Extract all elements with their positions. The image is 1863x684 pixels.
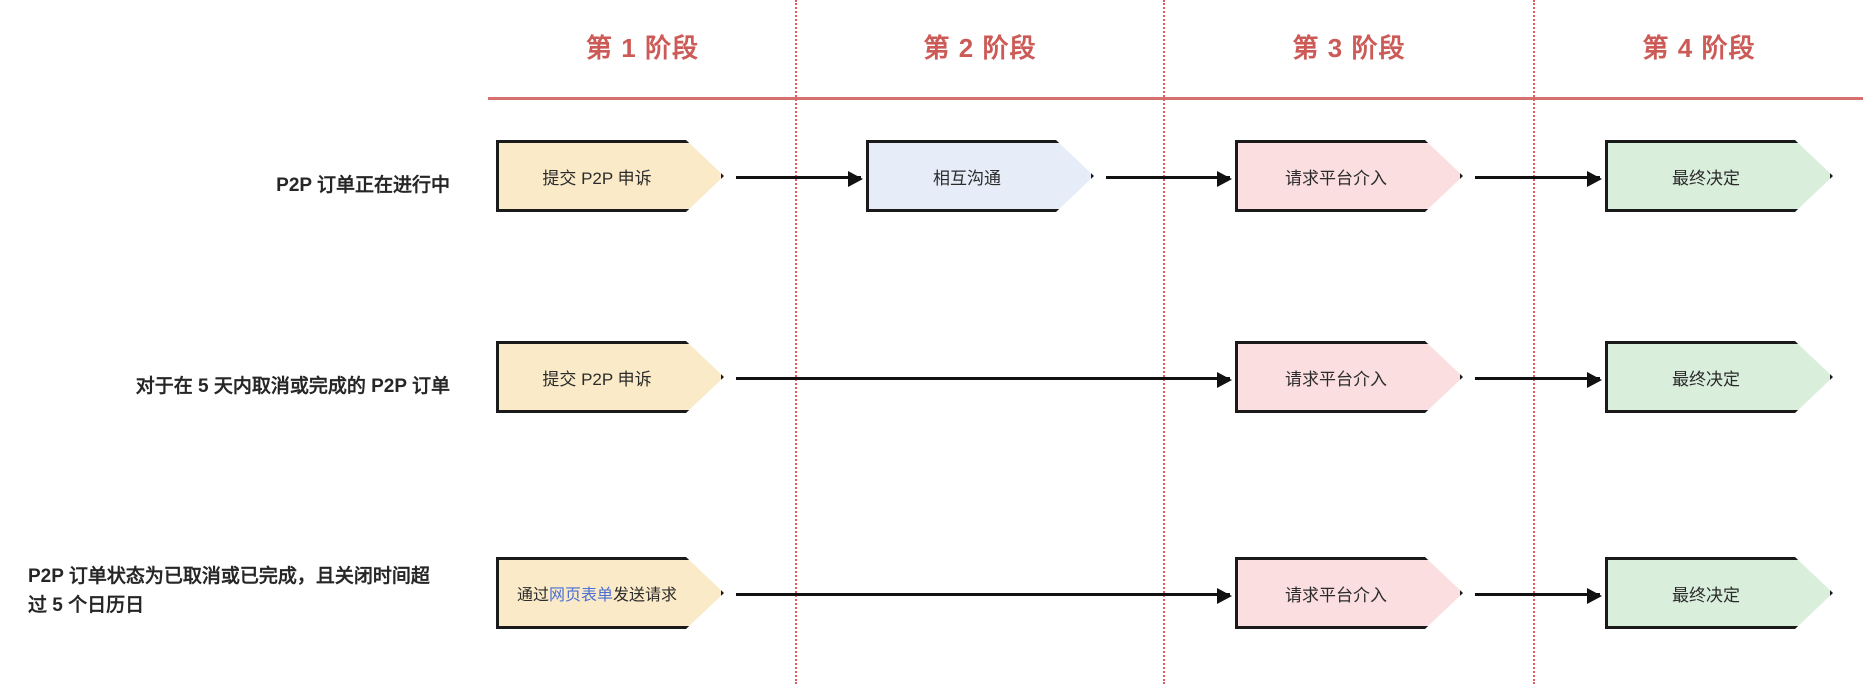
phase-title-1: 第 1 阶段 <box>586 33 699 63</box>
row1-step2-chevron[interactable]: 相互沟通 <box>866 140 1094 212</box>
row3-arrow-2 <box>1475 588 1602 604</box>
row1-arrow-2 <box>1106 171 1232 187</box>
row2-step2-label: 请求平台介入 <box>1285 369 1387 389</box>
row3-arrow-1 <box>736 588 1232 604</box>
phase-divider-1 <box>795 0 797 684</box>
phase-title-3: 第 3 阶段 <box>1292 33 1406 63</box>
phase-title-2: 第 2 阶段 <box>923 33 1037 63</box>
row1-step3-label: 请求平台介入 <box>1285 168 1387 188</box>
phase-divider-3 <box>1533 0 1535 684</box>
row3-step3-chevron[interactable]: 最终决定 <box>1605 557 1833 629</box>
row3-step2-chevron[interactable]: 请求平台介入 <box>1235 557 1463 629</box>
row1-step3-chevron[interactable]: 请求平台介入 <box>1235 140 1463 212</box>
row3-step1-text-prefix: 通过 <box>516 587 549 604</box>
row2-step2-chevron[interactable]: 请求平台介入 <box>1235 341 1463 413</box>
row1-step2-label: 相互沟通 <box>933 168 1001 188</box>
row-label-3-line1: P2P 订单状态为已取消或已完成，且关闭时间超 <box>28 566 430 587</box>
row-label-3: P2P 订单状态为已取消或已完成，且关闭时间超 过 5 个日历日 <box>28 562 478 621</box>
row1-step4-chevron[interactable]: 最终决定 <box>1605 140 1833 212</box>
row1-arrow-3 <box>1475 171 1602 187</box>
row1-step4-label: 最终决定 <box>1672 168 1740 188</box>
row2-arrow-2 <box>1475 372 1602 388</box>
row3-step1-chevron[interactable]: 通过网页表单发送请求 <box>496 557 724 629</box>
row3-step2-label: 请求平台介入 <box>1285 585 1387 605</box>
row2-step3-label: 最终决定 <box>1672 369 1740 389</box>
row3-step1-label: 通过网页表单发送请求 <box>509 581 711 605</box>
row2-step1-chevron[interactable]: 提交 P2P 申诉 <box>496 341 724 413</box>
phase-header-rule <box>488 97 1863 100</box>
row3-step1-text-suffix: 发送请求 <box>613 587 678 604</box>
row-label-3-line2: 过 5 个日历日 <box>28 595 145 617</box>
phase-divider-2 <box>1163 0 1165 684</box>
web-form-link[interactable]: 网页表单 <box>548 587 613 604</box>
row1-arrow-1 <box>736 171 863 187</box>
row3-step3-label: 最终决定 <box>1672 585 1740 605</box>
row2-step1-label: 提交 P2P 申诉 <box>542 369 652 389</box>
row-label-2: 对于在 5 天内取消或完成的 P2P 订单 <box>135 376 450 397</box>
row1-step1-label: 提交 P2P 申诉 <box>542 168 652 188</box>
row2-arrow-1 <box>736 372 1232 388</box>
phase-title-4: 第 4 阶段 <box>1642 33 1756 63</box>
row1-step1-chevron[interactable]: 提交 P2P 申诉 <box>496 140 724 212</box>
row2-step3-chevron[interactable]: 最终决定 <box>1605 341 1833 413</box>
row-label-1: P2P 订单正在进行中 <box>276 175 450 196</box>
